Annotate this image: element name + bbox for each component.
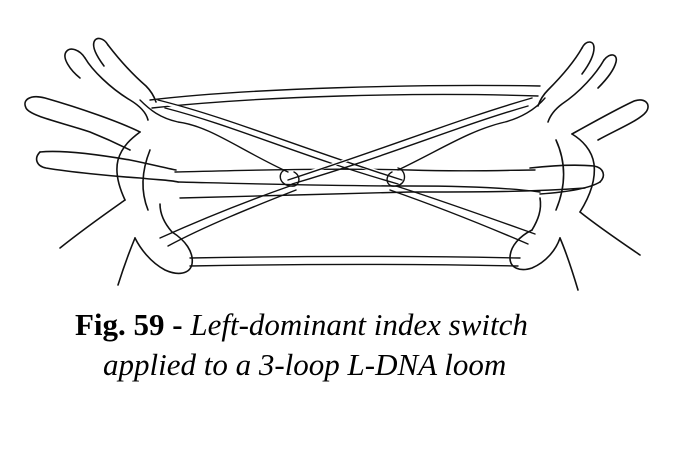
right-palm-crease [555,139,565,211]
caption-line-2: applied to a 3-loop L-DNA loom [103,347,507,382]
bottom-string-lower [189,263,519,267]
string-figure-illustration [24,37,649,291]
right-thumb [571,99,649,141]
figure-label: Fig. 59 - [75,307,183,342]
string-loops [139,84,586,267]
lower-diagonal-right-1 [395,185,536,235]
left-middle-finger-top [39,150,177,171]
left-hand-icon [24,37,194,286]
left-upper-finger-2 [84,57,149,121]
right-upper-finger-tip [597,54,618,89]
left-middle-finger [35,151,179,183]
upper-diagonal-left [139,99,289,173]
left-palm-outline [116,131,141,201]
middle-string-upper [174,168,536,173]
lower-diagonal-right-2 [389,189,529,245]
cross-string-a2 [164,107,399,185]
left-upper-finger-3 [64,48,86,79]
right-upper-finger [547,59,605,123]
right-middle-finger-bottom [539,181,601,195]
left-lower-knuckle [159,203,173,233]
middle-string-third [179,187,586,199]
left-palm-crease [142,149,151,211]
right-lower-knuckle [531,197,542,231]
left-index-tip [92,37,109,67]
right-forearm-outline [559,237,579,291]
cross-string-a1 [157,99,403,181]
left-wrist-outline [59,199,126,249]
figure-title-line-1: Left-dominant index switch [190,307,528,342]
right-lower-finger [509,229,561,271]
middle-string-lower [177,181,541,193]
bottom-string-upper [189,255,521,259]
cross-string-b1 [287,97,533,181]
left-index-finger [107,44,157,103]
upper-diagonal-right [397,97,546,171]
right-index-tip [581,41,595,75]
left-forearm-outline [117,237,136,286]
lower-diagonal-left-1 [159,185,291,239]
left-upper-finger [24,95,141,151]
right-middle-finger [529,164,605,183]
right-wrist-outline [579,211,641,256]
left-lower-finger [134,231,194,275]
right-index-finger [537,47,583,107]
right-hand-icon [509,41,649,291]
right-palm-outline [571,133,596,213]
top-string-upper [149,84,541,101]
cross-string-b2 [291,105,529,185]
caption-line-1: Fig. 59 - Left-dominant index switch [75,305,528,345]
top-string-lower [151,93,539,109]
lower-diagonal-left-2 [167,189,297,247]
